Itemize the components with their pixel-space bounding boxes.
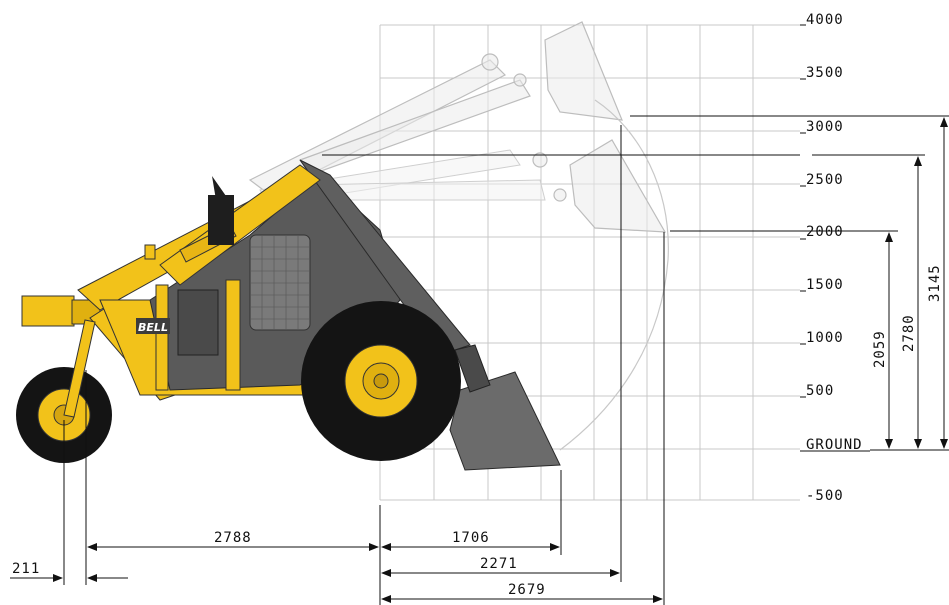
vertical-dimensions: 2059 2780 3145 (322, 115, 949, 451)
height-tick-ground: GROUND (806, 437, 863, 453)
loader-machine: BELL (16, 159, 561, 471)
height-tick-500: 500 (806, 383, 834, 399)
height-tick-1500: 1500 (806, 277, 844, 293)
height-tick-3000: 3000 (806, 119, 844, 135)
height-tick-3500: 3500 (806, 65, 844, 81)
height-tick-2000: 2000 (806, 224, 844, 240)
dim-label-2679: 2679 (508, 582, 546, 598)
raised-boom-ghost (248, 21, 669, 451)
height-scale: 4000 3500 3000 2500 2000 1500 1000 500 G… (800, 12, 870, 504)
dim-label-211: 211 (12, 561, 40, 577)
dim-label-2780: 2780 (901, 314, 917, 352)
height-tick-1000: 1000 (806, 330, 844, 346)
dim-label-2271: 2271 (480, 556, 518, 572)
dim-label-3145: 3145 (927, 264, 943, 302)
height-tick-2500: 2500 (806, 172, 844, 188)
dim-label-2788: 2788 (214, 530, 252, 546)
dim-label-1706: 1706 (452, 530, 490, 546)
height-tick-minus-500: -500 (806, 488, 844, 504)
height-tick-4000: 4000 (806, 12, 844, 28)
bell-logo: BELL (138, 321, 168, 334)
dim-label-2059: 2059 (872, 330, 888, 368)
horizontal-dimensions: 211 2788 1706 2271 2679 (10, 125, 665, 605)
